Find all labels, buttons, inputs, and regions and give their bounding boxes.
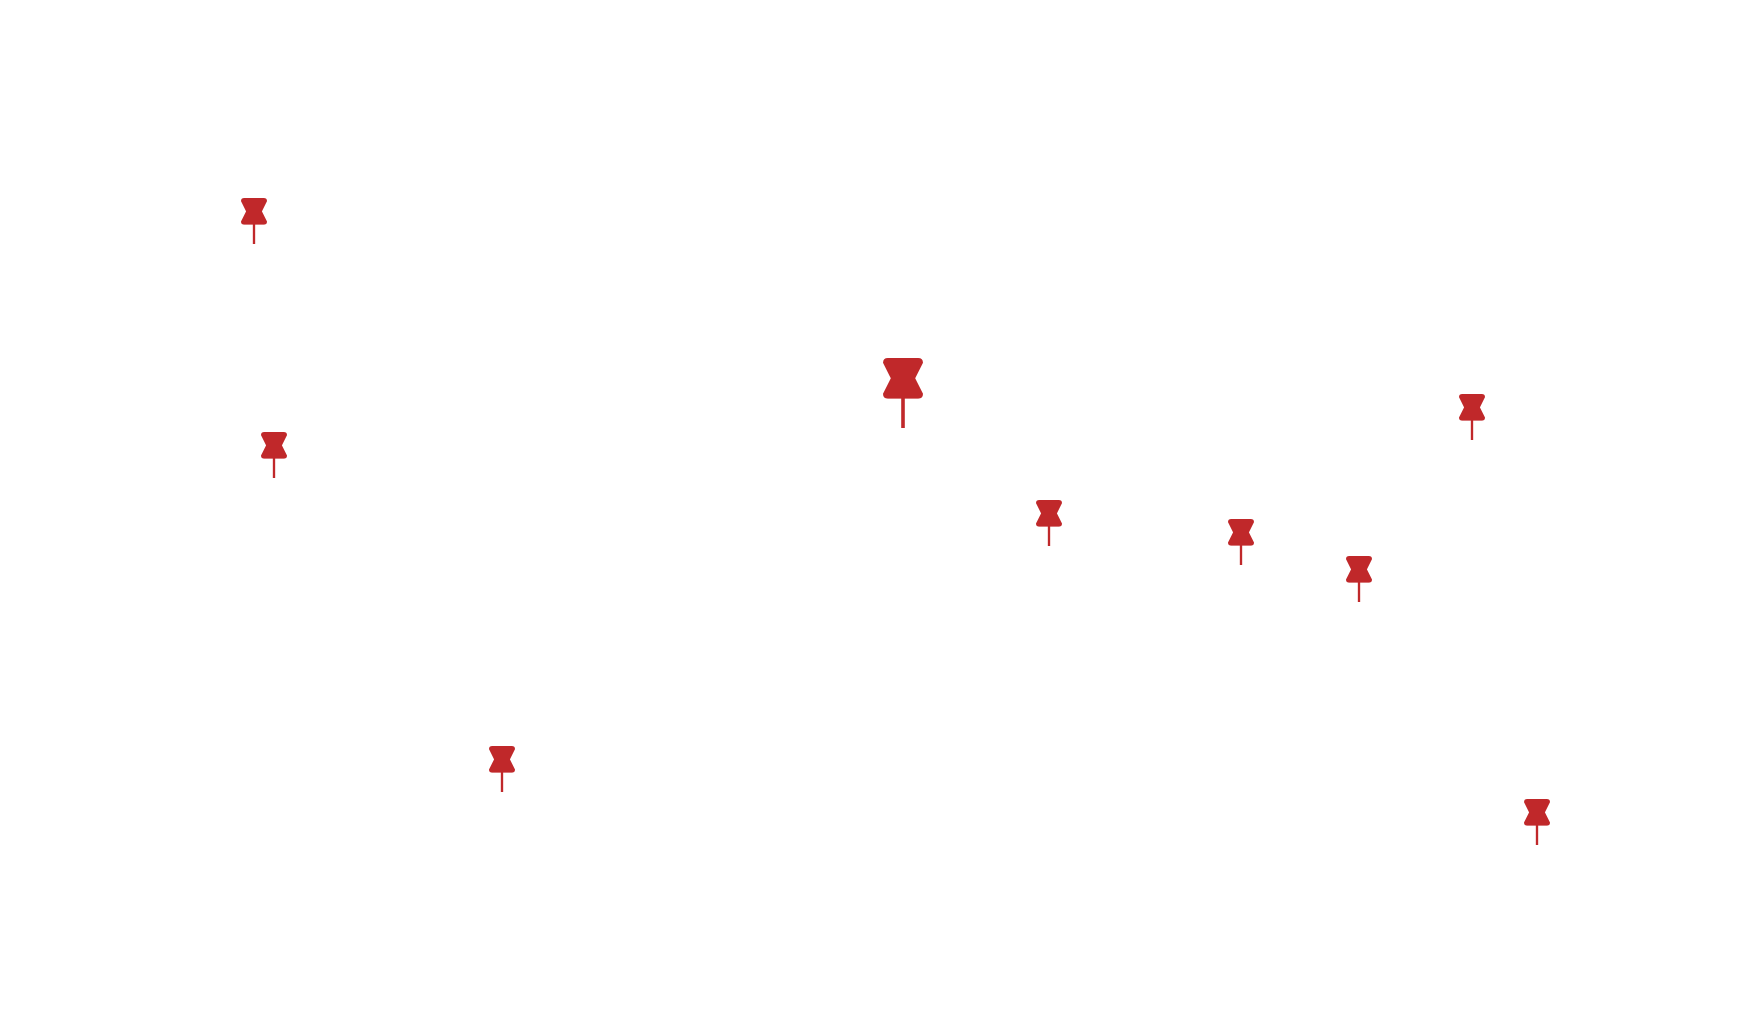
pushpin-icon[interactable] [1524, 799, 1550, 845]
pushpin-icon[interactable] [261, 432, 287, 478]
pushpin-icon[interactable] [489, 746, 515, 792]
pushpin-icon[interactable] [241, 198, 267, 244]
pushpin-icon[interactable] [1036, 500, 1062, 546]
pushpin-icon[interactable] [1228, 519, 1254, 565]
pushpin-icon[interactable] [1459, 394, 1485, 440]
pushpin-icon[interactable] [1346, 556, 1372, 602]
pushpin-icon[interactable] [883, 358, 923, 428]
